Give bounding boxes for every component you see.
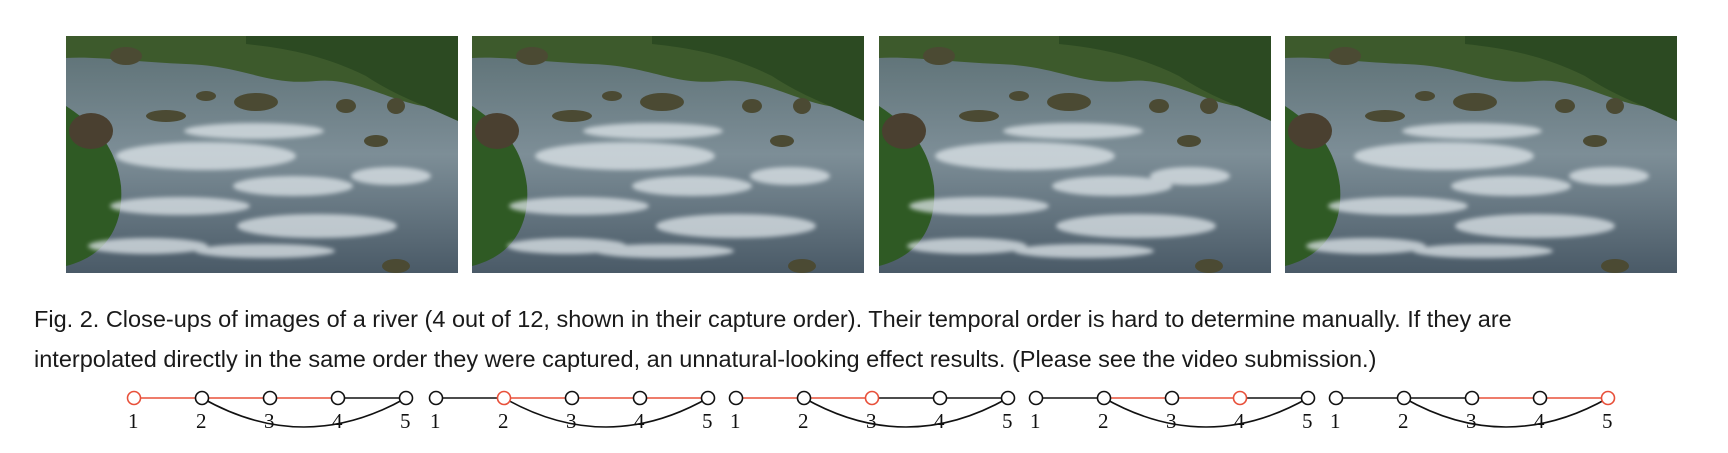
graph-node-label: 1 bbox=[430, 409, 441, 433]
graph-node bbox=[194, 390, 210, 406]
graph-arc bbox=[503, 397, 709, 428]
graph-panel-2: 1 2 3 4 5 bbox=[428, 390, 716, 433]
graph-node bbox=[1000, 390, 1016, 406]
graph-node bbox=[1096, 390, 1112, 406]
graph-node-label: 3 bbox=[1466, 409, 1477, 433]
graph-node-label: 3 bbox=[866, 409, 877, 433]
graph-node-label: 5 bbox=[400, 409, 411, 433]
graph-node bbox=[1232, 390, 1248, 406]
graph-node-label: 4 bbox=[332, 409, 343, 433]
graph-panel-5: 1 2 3 4 5 bbox=[1328, 390, 1616, 433]
graph-arc bbox=[1403, 397, 1609, 428]
graph-node bbox=[330, 390, 346, 406]
graph-node-label: 4 bbox=[934, 409, 945, 433]
graph-arc bbox=[803, 397, 1009, 428]
graph-node bbox=[728, 390, 744, 406]
graph-node bbox=[496, 390, 512, 406]
river-frame-3 bbox=[879, 36, 1271, 273]
graph-node bbox=[1464, 390, 1480, 406]
graph-node-label: 3 bbox=[1166, 409, 1177, 433]
river-frame-2 bbox=[472, 36, 864, 273]
graph-node-label: 1 bbox=[128, 409, 139, 433]
graph-node bbox=[262, 390, 278, 406]
graph-node bbox=[1328, 390, 1344, 406]
graph-node bbox=[398, 390, 414, 406]
caption-line-1: Fig. 2. Close-ups of images of a river (… bbox=[34, 306, 1512, 332]
caption-line-2: interpolated directly in the same order … bbox=[34, 346, 1377, 372]
graph-node-label: 5 bbox=[702, 409, 713, 433]
graph-node-label: 3 bbox=[264, 409, 275, 433]
graph-node-label: 2 bbox=[798, 409, 809, 433]
graph-node-label: 2 bbox=[196, 409, 207, 433]
graph-node-label: 5 bbox=[1602, 409, 1613, 433]
graph-node-label: 4 bbox=[1234, 409, 1245, 433]
graph-node-label: 1 bbox=[730, 409, 741, 433]
graph-arc bbox=[201, 397, 407, 428]
graph-node bbox=[428, 390, 444, 406]
graph-node bbox=[632, 390, 648, 406]
graph-node bbox=[564, 390, 580, 406]
figure-caption: Fig. 2. Close-ups of images of a river (… bbox=[34, 299, 1694, 379]
graph-node bbox=[932, 390, 948, 406]
graph-panel-3: 1 2 3 4 5 bbox=[728, 390, 1016, 433]
graph-node bbox=[126, 390, 142, 406]
graph-node-label: 4 bbox=[1534, 409, 1545, 433]
graph-node-label: 2 bbox=[1098, 409, 1109, 433]
river-frame-4 bbox=[1285, 36, 1677, 273]
graph-node bbox=[1532, 390, 1548, 406]
graph-panel-4: 1 2 3 4 5 bbox=[1028, 390, 1316, 433]
graph-arc bbox=[1103, 397, 1309, 428]
graph-node-label: 4 bbox=[634, 409, 645, 433]
graph-node-label: 3 bbox=[566, 409, 577, 433]
image-strip bbox=[66, 36, 1677, 273]
graph-node-label: 1 bbox=[1030, 409, 1041, 433]
graph-node-label: 2 bbox=[1398, 409, 1409, 433]
graph-node bbox=[796, 390, 812, 406]
river-frame-1 bbox=[66, 36, 458, 273]
graph-node-label: 5 bbox=[1302, 409, 1313, 433]
graph-node-label: 5 bbox=[1002, 409, 1013, 433]
graph-node-label: 1 bbox=[1330, 409, 1341, 433]
graph-node bbox=[1028, 390, 1044, 406]
graph-node bbox=[864, 390, 880, 406]
graph-node bbox=[1396, 390, 1412, 406]
graph-node bbox=[1164, 390, 1180, 406]
graph-node bbox=[1300, 390, 1316, 406]
graph-node-label: 2 bbox=[498, 409, 509, 433]
graph-node bbox=[1600, 390, 1616, 406]
graph-panel-1: 1 2 3 4 5 bbox=[126, 390, 414, 433]
graph-node bbox=[700, 390, 716, 406]
